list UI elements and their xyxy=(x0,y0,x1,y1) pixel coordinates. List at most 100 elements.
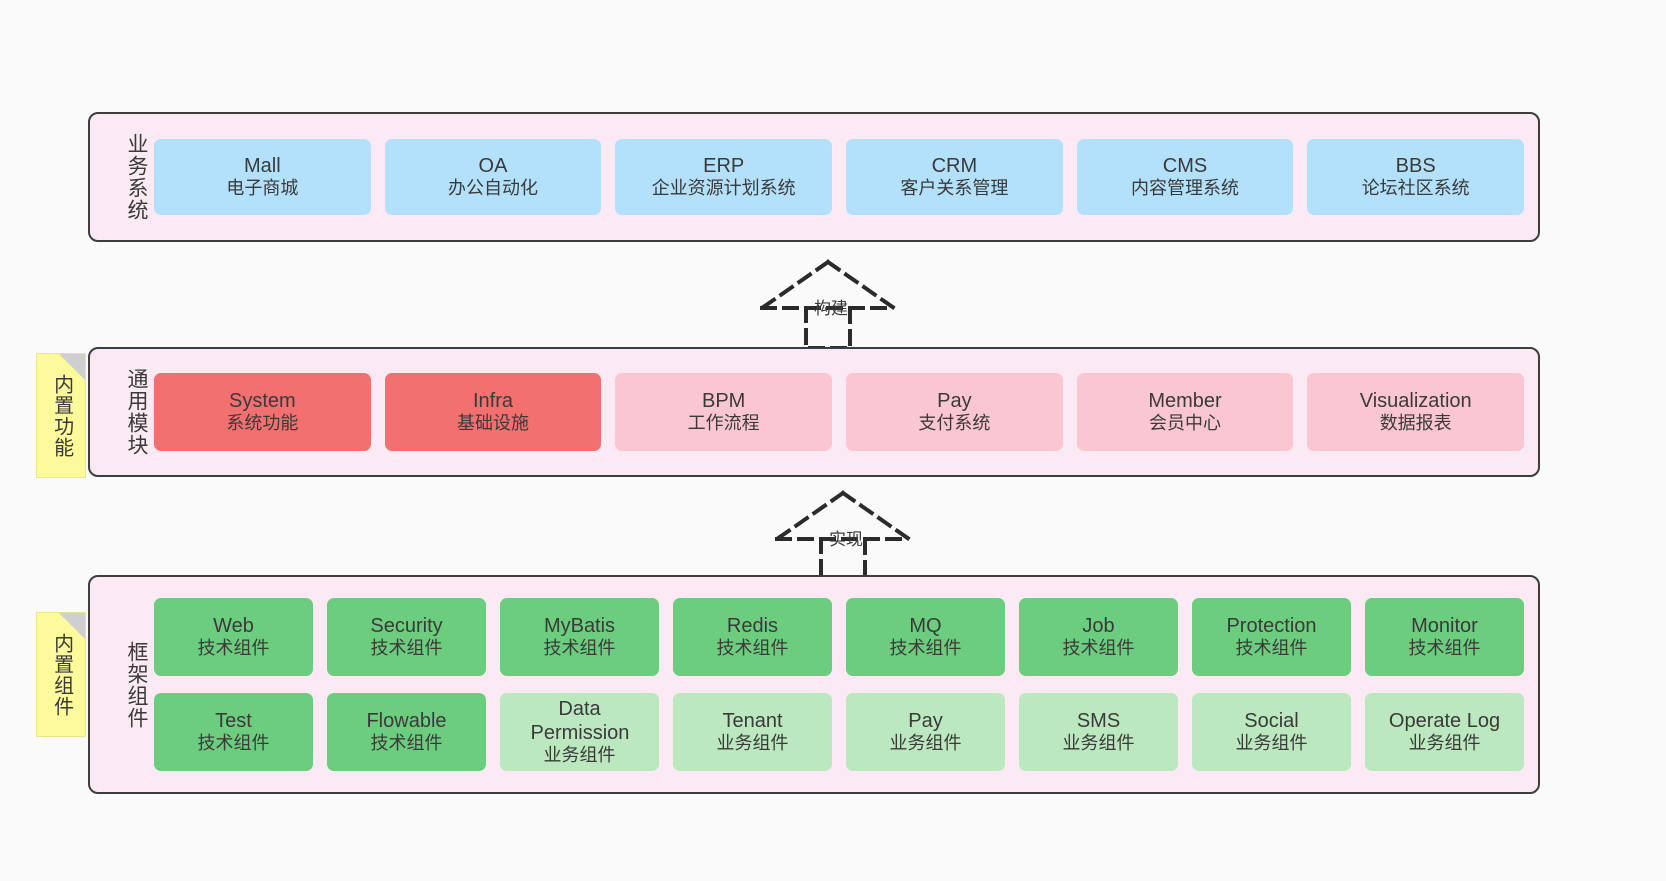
module-title: Job xyxy=(1082,614,1115,637)
module-box-mq[interactable]: MQ 技术组件 xyxy=(846,598,1005,676)
module-box-cms[interactable]: CMS 内容管理系统 xyxy=(1076,139,1294,215)
module-box-tenant[interactable]: Tenant 业务组件 xyxy=(673,693,832,771)
module-box-bpm[interactable]: BPM 工作流程 xyxy=(615,373,833,451)
module-box-pay[interactable]: Pay 支付系统 xyxy=(846,373,1063,451)
note-label: 内置组件 xyxy=(50,632,73,717)
business-col: CRM 客户关系管理 xyxy=(846,139,1063,215)
module-box-redis[interactable]: Redis 技术组件 xyxy=(673,598,832,676)
framework-col: Job 技术组件 SMS 业务组件 xyxy=(1019,598,1178,771)
module-box-flowable[interactable]: Flowable 技术组件 xyxy=(327,693,486,771)
module-desc: 会员中心 xyxy=(1149,413,1222,434)
layer-title-business: 业务系统 xyxy=(125,133,148,221)
module-desc: 系统功能 xyxy=(226,413,299,434)
arrow-label-implement: 实现 xyxy=(829,530,863,549)
module-desc: 业务组件 xyxy=(1408,733,1481,754)
module-title: Visualization xyxy=(1359,389,1472,412)
module-box-sms[interactable]: SMS 业务组件 xyxy=(1019,693,1178,771)
module-desc: 办公自动化 xyxy=(448,178,538,199)
layer-title-framework: 框架组件 xyxy=(125,640,148,729)
layer-business-systems: 业务系统 Mall 电子商城 OA 办公自动化 ERP 企业资源计划系统 xyxy=(88,112,1540,242)
module-desc: 技术组件 xyxy=(370,733,443,754)
module-box-mall[interactable]: Mall 电子商城 xyxy=(154,139,371,215)
module-box-infra[interactable]: Infra 基础设施 xyxy=(384,373,602,451)
module-title: MyBatis xyxy=(543,614,616,637)
module-box-pay-component[interactable]: Pay 业务组件 xyxy=(846,693,1005,771)
module-title: Tenant xyxy=(722,709,783,732)
module-box-visualization[interactable]: Visualization 数据报表 xyxy=(1307,373,1525,451)
module-title: CRM xyxy=(931,154,978,177)
module-desc: 基础设施 xyxy=(457,413,529,434)
module-desc: 业务组件 xyxy=(543,745,616,766)
framework-box-grid: Web 技术组件 Test 技术组件 Security 技术组件 Flowabl… xyxy=(148,598,1538,771)
module-title: BBS xyxy=(1395,154,1436,177)
module-box-social[interactable]: Social 业务组件 xyxy=(1192,693,1351,771)
module-box-web[interactable]: Web 技术组件 xyxy=(154,598,313,676)
module-box-data-permission[interactable]: Data Permission 业务组件 xyxy=(500,693,659,771)
framework-col: MQ 技术组件 Pay 业务组件 xyxy=(846,598,1005,771)
module-title: ERP xyxy=(703,154,745,177)
module-desc: 论坛社区系统 xyxy=(1361,178,1470,199)
module-title: Social xyxy=(1244,709,1299,732)
module-box-erp[interactable]: ERP 企业资源计划系统 xyxy=(615,139,833,215)
module-box-security[interactable]: Security 技术组件 xyxy=(327,598,486,676)
framework-col: Redis 技术组件 Tenant 业务组件 xyxy=(673,598,832,771)
module-box-crm[interactable]: CRM 客户关系管理 xyxy=(846,139,1063,215)
module-desc: 内容管理系统 xyxy=(1131,178,1240,199)
arrow-build: 构建 xyxy=(758,258,898,350)
module-desc: 技术组件 xyxy=(1408,638,1481,659)
business-col: CMS 内容管理系统 xyxy=(1076,139,1294,215)
module-desc: 技术组件 xyxy=(889,638,962,659)
module-box-oa[interactable]: OA 办公自动化 xyxy=(384,139,602,215)
module-desc: 技术组件 xyxy=(1062,638,1135,659)
arrow-implement: 实现 xyxy=(773,489,913,581)
module-title: Pay xyxy=(937,389,972,412)
module-title: BPM xyxy=(702,389,746,412)
module-title: Data Permission xyxy=(530,697,630,745)
module-box-member[interactable]: Member 会员中心 xyxy=(1076,373,1294,451)
module-box-bbs[interactable]: BBS 论坛社区系统 xyxy=(1307,139,1525,215)
layer-common-modules: 通用模块 System 系统功能 Infra 基础设施 BPM 工作流程 xyxy=(88,347,1540,477)
note-builtin-features: 内置功能 xyxy=(36,353,86,478)
framework-col: Web 技术组件 Test 技术组件 xyxy=(154,598,313,771)
fold-corner-icon xyxy=(59,354,85,380)
module-box-operate-log[interactable]: Operate Log 业务组件 xyxy=(1365,693,1524,771)
business-col: OA 办公自动化 xyxy=(384,139,602,215)
module-desc: 技术组件 xyxy=(1235,638,1308,659)
module-desc: 技术组件 xyxy=(197,733,270,754)
module-desc: 业务组件 xyxy=(1235,733,1308,754)
module-desc: 技术组件 xyxy=(370,638,443,659)
module-desc: 数据报表 xyxy=(1379,413,1452,434)
module-box-protection[interactable]: Protection 技术组件 xyxy=(1192,598,1351,676)
module-title: Protection xyxy=(1226,614,1317,637)
module-title: OA xyxy=(478,154,508,177)
framework-col: Monitor 技术组件 Operate Log 业务组件 xyxy=(1365,598,1524,771)
module-title: Monitor xyxy=(1411,614,1478,637)
module-box-system[interactable]: System 系统功能 xyxy=(154,373,371,451)
module-title: Web xyxy=(213,614,254,637)
module-desc: 业务组件 xyxy=(716,733,789,754)
module-title: Redis xyxy=(726,614,779,637)
module-desc: 技术组件 xyxy=(543,638,616,659)
common-col: Member 会员中心 xyxy=(1076,373,1294,451)
module-title: Member xyxy=(1148,389,1222,412)
layer-title-common: 通用模块 xyxy=(125,368,148,456)
framework-col: Protection 技术组件 Social 业务组件 xyxy=(1192,598,1351,771)
business-col: BBS 论坛社区系统 xyxy=(1307,139,1525,215)
module-title: Pay xyxy=(908,709,943,732)
common-box-list: System 系统功能 Infra 基础设施 BPM 工作流程 Pay xyxy=(148,373,1538,451)
module-desc: 技术组件 xyxy=(197,638,270,659)
module-title: SMS xyxy=(1076,709,1121,732)
common-col: Infra 基础设施 xyxy=(384,373,602,451)
module-box-mybatis[interactable]: MyBatis 技术组件 xyxy=(500,598,659,676)
module-desc: 支付系统 xyxy=(918,413,991,434)
module-box-monitor[interactable]: Monitor 技术组件 xyxy=(1365,598,1524,676)
module-box-test[interactable]: Test 技术组件 xyxy=(154,693,313,771)
module-desc: 业务组件 xyxy=(1062,733,1135,754)
module-title: Infra xyxy=(472,389,514,412)
business-col: ERP 企业资源计划系统 xyxy=(615,139,833,215)
layer-framework-components: 框架组件 Web 技术组件 Test 技术组件 Security 技术组件 F xyxy=(88,575,1540,794)
common-col: BPM 工作流程 xyxy=(615,373,833,451)
module-title: Test xyxy=(215,709,252,732)
module-box-job[interactable]: Job 技术组件 xyxy=(1019,598,1178,676)
common-col: Pay 支付系统 xyxy=(846,373,1063,451)
